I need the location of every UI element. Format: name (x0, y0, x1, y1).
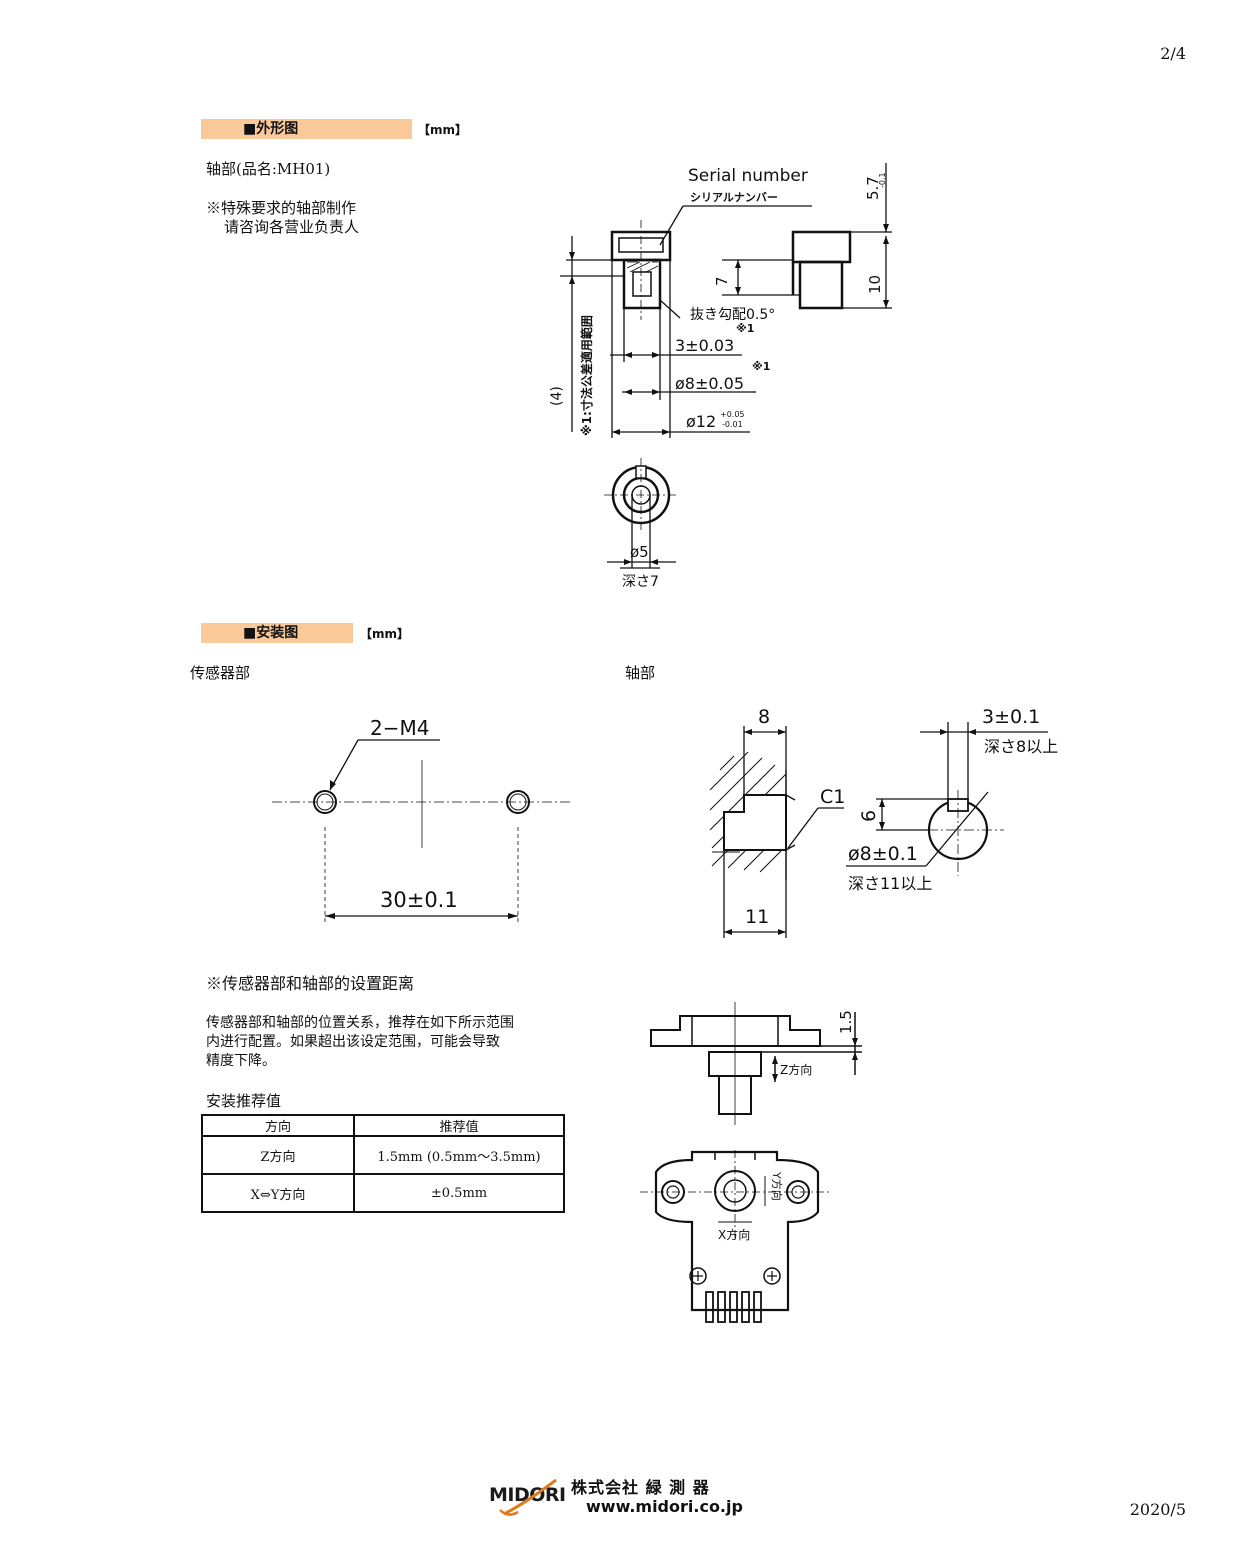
distance-text-line2: 内进行配置。如果超出该设定范围，可能会导致 (206, 1034, 500, 1050)
company-name: 株式会社 緑 測 器 (571, 1478, 710, 1497)
shaft-body (622, 258, 662, 310)
section-header-outline: ■外形图 (201, 119, 412, 139)
shaft-dim-6-label: 6 (858, 809, 880, 822)
dim-12-tol-lower: -0.01 (722, 420, 743, 429)
x-direction-label: X方向 (718, 1228, 751, 1242)
page-number: 2/4 (1160, 44, 1186, 63)
table-row: Z方向 1.5mm (0.5mm～3.5mm) (201, 1135, 565, 1175)
distance-heading: ※传感器部和轴部的设置距离 (206, 974, 415, 993)
shaft-dim-3-label: 3±0.1 (982, 706, 1041, 728)
midori-logo: MIDORI (489, 1484, 566, 1506)
position-drawing (640, 1002, 862, 1323)
serial-number-jp-label: シリアルナンバー (690, 191, 778, 204)
shaft-install-drawing (709, 722, 1048, 938)
draft-angle-label: 抜き勾配0.5° (690, 307, 776, 323)
sensor-part-label: 传感器部 (190, 664, 251, 682)
document-date: 2020/5 (1129, 1500, 1186, 1519)
dim-5-7-tol: -0.1 (878, 172, 887, 188)
distance-text-line3: 精度下降。 (206, 1053, 276, 1069)
special-note-line1: ※特殊要求的轴部制作 (206, 199, 357, 217)
dim-5-label: ø5 (630, 543, 649, 561)
section-unit-install: 【mm】 (360, 627, 410, 641)
recommend-table: 方向 推荐值 Z方向 1.5mm (0.5mm～3.5mm) X⇔Y方向 ±0.… (201, 1114, 565, 1213)
shaft-depth-8-label: 深さ8以上 (984, 737, 1059, 756)
holes-label: 2−M4 (370, 716, 430, 740)
table-cell: X⇔Y方向 (201, 1173, 355, 1213)
dim-4-label: (4) (549, 386, 565, 406)
shaft-dim-8-label: 8 (758, 706, 771, 728)
note-mark-1: ※1 (736, 322, 755, 335)
table-cell: Z方向 (201, 1135, 355, 1175)
dim-7-label: 7 (713, 276, 731, 286)
table-cell: ±0.5mm (353, 1173, 565, 1213)
table-header-direction: 方向 (201, 1114, 355, 1137)
shaft-depth-11-label: 深さ11以上 (848, 874, 933, 893)
table-row: X⇔Y方向 ±0.5mm (201, 1173, 565, 1213)
tolerance-note: ※1:寸法公差適用範囲 (580, 315, 594, 436)
dim-10-label: 10 (866, 274, 884, 294)
dim-8-label: ø8±0.05 (675, 374, 744, 393)
distance-text-line1: 传感器部和轴部的位置关系，推荐在如下所示范围 (206, 1015, 514, 1031)
dim-1-5-label: 1.5 (837, 1010, 855, 1034)
section-header-install: ■安装图 (201, 623, 353, 643)
special-note-line2: 请咨询各营业负责人 (224, 218, 360, 236)
note-mark-2: ※1 (752, 360, 771, 373)
dim-12-tol-upper: +0.05 (720, 410, 745, 419)
depth-7-label: 深さ7 (622, 574, 659, 590)
y-direction-label: Y方向 (770, 1172, 783, 1201)
z-direction-label: Z方向 (780, 1063, 813, 1077)
sensor-install-drawing (272, 739, 572, 922)
logo-swoosh-icon (499, 1478, 557, 1516)
table-cell: 1.5mm (0.5mm～3.5mm) (353, 1135, 565, 1175)
dim-3-label: 3±0.03 (675, 336, 735, 355)
shaft-dim-phi8-label: ø8±0.1 (848, 843, 918, 865)
pitch-label: 30±0.1 (380, 888, 458, 912)
outline-drawing (560, 163, 892, 569)
section-unit-outline: 【mm】 (418, 123, 468, 137)
shaft-part-name: 轴部(品名:MH01) (206, 160, 331, 178)
recommend-heading: 安装推荐值 (206, 1092, 282, 1110)
serial-number-label: Serial number (688, 166, 808, 186)
shaft-part-label: 轴部 (625, 664, 656, 682)
shaft-dim-c1-label: C1 (820, 786, 846, 808)
table-header-value: 推荐值 (353, 1114, 565, 1137)
dim-12-label: ø12 (686, 412, 717, 431)
company-url[interactable]: www.midori.co.jp (586, 1497, 743, 1516)
shaft-dim-11-label: 11 (745, 906, 770, 928)
